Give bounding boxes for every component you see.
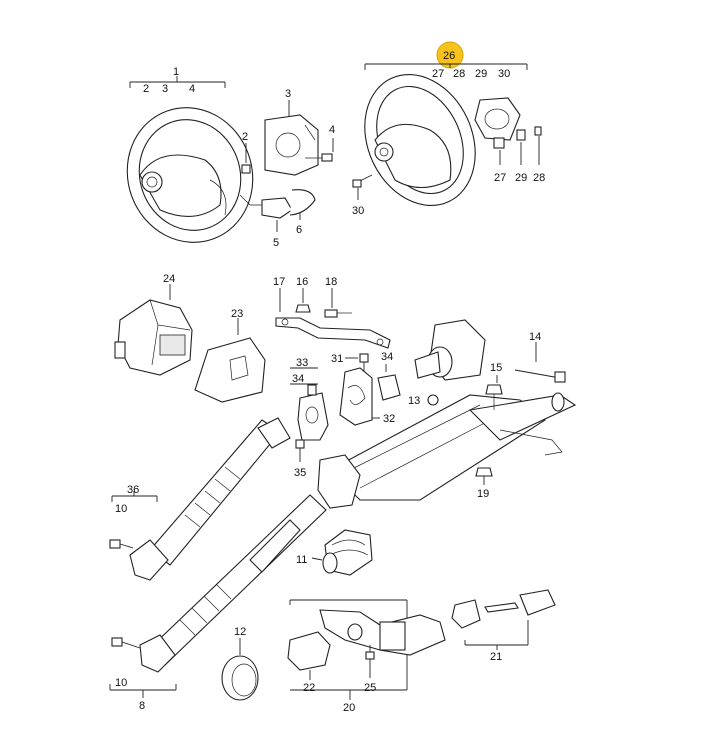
callout-10: 10 bbox=[115, 677, 127, 689]
callout-20: 20 bbox=[343, 702, 355, 714]
callout-17: 17 bbox=[273, 276, 285, 288]
callout-15: 15 bbox=[490, 362, 502, 374]
callout-26: 26 bbox=[443, 50, 455, 62]
callout-25: 25 bbox=[364, 682, 376, 694]
switch-housing-part-32 bbox=[339, 367, 380, 426]
callout-28: 28 bbox=[453, 68, 465, 80]
callout-13: 13 bbox=[408, 395, 420, 407]
screw-part-31 bbox=[345, 353, 369, 372]
ignition-lock-assembly-part-20 bbox=[289, 599, 446, 700]
callout-5: 5 bbox=[273, 237, 279, 249]
callout-14: 14 bbox=[529, 331, 541, 343]
nut-part-16-bolt-part-18 bbox=[295, 288, 352, 318]
callout-33: 33 bbox=[296, 357, 308, 369]
callout-22: 22 bbox=[303, 682, 315, 694]
callout-3: 3 bbox=[285, 88, 291, 100]
callout-21: 21 bbox=[490, 651, 502, 663]
callout-32: 32 bbox=[383, 413, 395, 425]
cross-member-bracket-part-17 bbox=[275, 288, 391, 349]
callout-10: 10 bbox=[115, 503, 127, 515]
callout-24: 24 bbox=[163, 273, 175, 285]
callout-19: 19 bbox=[477, 488, 489, 500]
lower-shaft-part-8 bbox=[109, 494, 327, 698]
callout-3: 3 bbox=[162, 83, 168, 95]
callout-31: 31 bbox=[331, 353, 343, 365]
washer-part-13 bbox=[427, 394, 439, 406]
callout-18: 18 bbox=[325, 276, 337, 288]
callout-34: 34 bbox=[381, 351, 393, 363]
callout-4: 4 bbox=[329, 124, 335, 136]
callout-27: 27 bbox=[494, 172, 506, 184]
steering-wheel-assembly-right bbox=[352, 41, 528, 206]
clock-spring-part-3 bbox=[264, 100, 319, 176]
bolts-parts-2-4 bbox=[241, 138, 334, 174]
callout-29: 29 bbox=[515, 172, 527, 184]
bolt-part-14 bbox=[514, 342, 566, 383]
bolts-part-10 bbox=[109, 539, 141, 649]
callout-2: 2 bbox=[242, 131, 248, 143]
callout-1: 1 bbox=[173, 66, 179, 78]
callout-34: 34 bbox=[292, 373, 304, 385]
nut-part-15 bbox=[485, 375, 503, 410]
callout-23: 23 bbox=[231, 308, 243, 320]
callout-11: 11 bbox=[296, 554, 307, 566]
callout-36: 36 bbox=[127, 484, 139, 496]
lock-cylinder-keys-part-21 bbox=[451, 589, 556, 650]
callout-30: 30 bbox=[498, 68, 510, 80]
callout-4: 4 bbox=[189, 83, 195, 95]
intermediate-shaft-part-36 bbox=[111, 417, 291, 581]
callout-27: 27 bbox=[432, 68, 444, 80]
ignition-switch-part-22 bbox=[287, 631, 331, 680]
bracket-part-33 bbox=[290, 367, 329, 441]
steering-wheel-assembly-left bbox=[126, 76, 270, 243]
callout-29: 29 bbox=[475, 68, 487, 80]
bolt-part-35 bbox=[295, 439, 305, 462]
callout-2: 2 bbox=[143, 83, 149, 95]
callout-35: 35 bbox=[294, 467, 306, 479]
bolt-part-19 bbox=[475, 467, 493, 485]
bracket-part-23 bbox=[194, 318, 266, 403]
cap-part-12 bbox=[221, 638, 259, 701]
callout-16: 16 bbox=[296, 276, 308, 288]
callout-30: 30 bbox=[352, 205, 364, 217]
bushing-part-34 bbox=[377, 364, 401, 401]
rubber-boot-part-11 bbox=[311, 529, 373, 576]
callout-labels: 1 2 3 4 3 2 4 5 6 26 27 28 29 30 27 29 2… bbox=[115, 50, 545, 714]
callout-12: 12 bbox=[234, 626, 246, 638]
callout-6: 6 bbox=[296, 224, 302, 236]
upper-column-bearing-assembly bbox=[414, 319, 486, 381]
steering-lock-housing-part-24 bbox=[114, 284, 193, 376]
airbag-mount-parts-27-29 bbox=[474, 97, 542, 165]
callout-8: 8 bbox=[139, 700, 145, 712]
steering-column-tube bbox=[317, 392, 577, 509]
contact-ring-parts-5-6 bbox=[261, 189, 316, 232]
screw-part-25 bbox=[365, 645, 375, 678]
callout-28: 28 bbox=[533, 172, 545, 184]
